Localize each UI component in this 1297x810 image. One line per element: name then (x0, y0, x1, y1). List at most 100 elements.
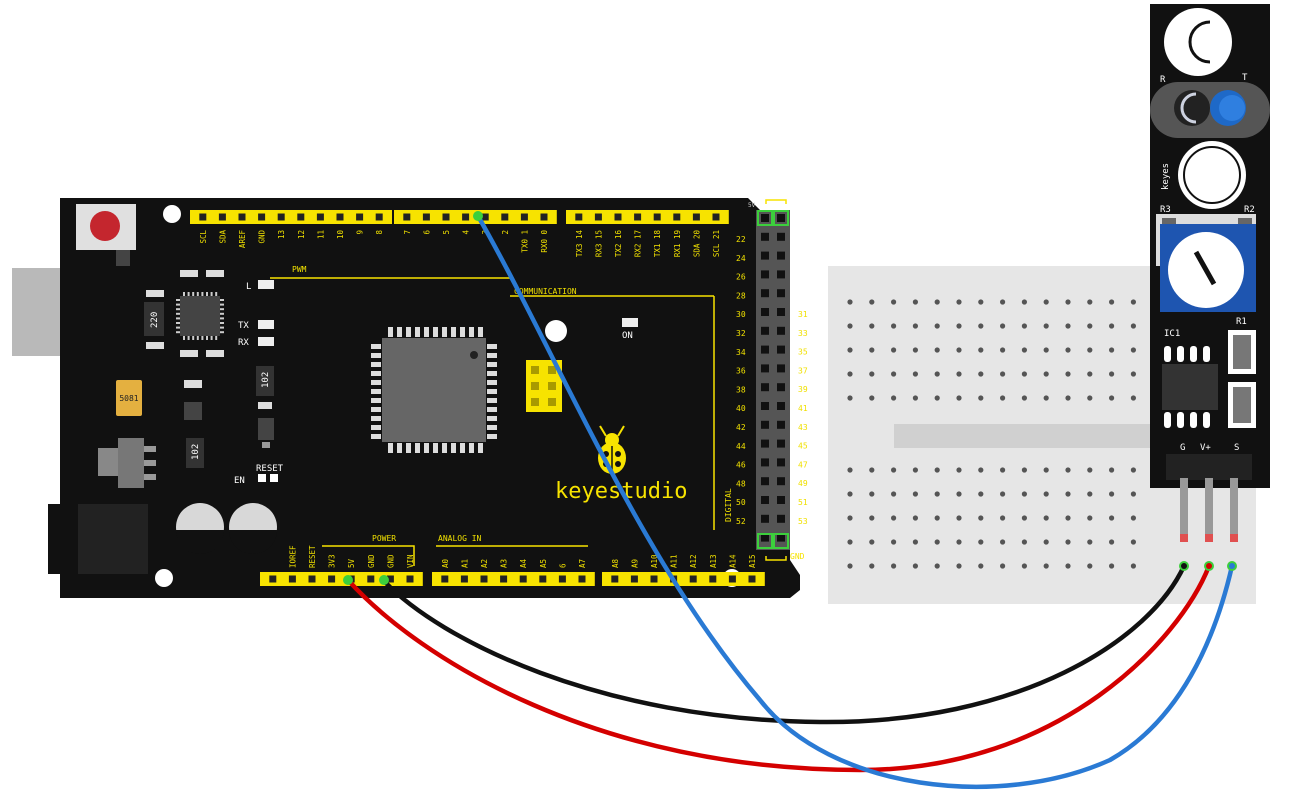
header-pin (692, 213, 700, 221)
digital-double-header (756, 210, 790, 550)
pin-label: A11 (670, 554, 679, 568)
power-header (260, 572, 423, 586)
breadboard-hole (956, 539, 962, 545)
header-pin (777, 345, 785, 354)
breadboard-hole (1087, 563, 1093, 569)
breadboard-hole (912, 371, 919, 377)
breadboard-hole (978, 323, 984, 329)
breadboard-hole (891, 467, 897, 473)
header-pin (761, 383, 769, 392)
main-mcu-chip (382, 338, 486, 442)
breadboard-hole (1087, 299, 1093, 305)
pin-label: 44 (736, 442, 746, 451)
breadboard-hole (1043, 515, 1049, 521)
pin-label: 47 (798, 460, 808, 469)
breadboard-hole (869, 347, 875, 353)
breadboard-hole (847, 371, 853, 377)
header-pin (578, 575, 586, 583)
pin-label: RX3 15 (594, 230, 603, 257)
wire-red-5v (346, 565, 1212, 773)
breadboard-hole (1000, 467, 1006, 473)
ic1-label: IC1 (1164, 329, 1180, 339)
crystal (116, 380, 142, 416)
header-pin (367, 575, 375, 583)
header-pin (748, 575, 756, 583)
pin-label: GND (367, 554, 376, 568)
breadboard-hole (891, 371, 897, 377)
breadboard-hole (1087, 347, 1093, 353)
led-tx (258, 320, 274, 329)
header-pin (777, 477, 785, 486)
breadboard-hole (912, 563, 919, 569)
pin-label: 35 (798, 348, 808, 357)
pin-label: 46 (736, 461, 746, 470)
breadboard-hole (869, 395, 875, 401)
pin-label: 9 (356, 230, 365, 235)
breadboard-hole (869, 323, 875, 329)
sensor-pin-header (1166, 454, 1252, 480)
breadboard-hole (891, 395, 897, 401)
breadboard-hole (1021, 563, 1027, 569)
breadboard-hole (978, 467, 984, 473)
pin-label: 5V (347, 558, 356, 568)
breadboard-hole (847, 539, 853, 545)
header-pin (761, 420, 769, 429)
pin-label: SCL 21 (712, 230, 721, 257)
breadboard-hole (1021, 539, 1027, 545)
breadboard-hole (978, 395, 984, 401)
pin-label: GND (258, 230, 267, 244)
breadboard-hole (1109, 347, 1115, 353)
voltage-regulator (118, 438, 144, 488)
breadboard-hole (1000, 515, 1006, 521)
pin-label: SDA 20 (692, 230, 701, 258)
breadboard-hole (1130, 323, 1136, 329)
breadboard-hole (978, 299, 984, 305)
breadboard-hole (1109, 539, 1115, 545)
pin-g-label: G (1180, 443, 1185, 453)
ic1-chip (1162, 364, 1218, 410)
header-pin (712, 213, 720, 221)
breadboard-hole (912, 467, 919, 473)
header-pin (481, 213, 489, 221)
crystal-label: 5081 (119, 394, 138, 403)
pin-label: 26 (736, 273, 746, 282)
pin-label: 52 (736, 517, 746, 526)
pin-label: 34 (736, 348, 746, 357)
pin-label: 13 (277, 230, 286, 239)
chip-220-label: 220 (150, 312, 160, 328)
header-pin (761, 364, 769, 373)
breadboard-hole (912, 299, 919, 305)
led-tx-label: TX (238, 321, 249, 331)
pin-label: 39 (798, 385, 808, 394)
header-pin (403, 213, 411, 221)
led-on (622, 318, 638, 327)
header-pin (575, 213, 583, 221)
header-pin (777, 214, 785, 222)
pin-label: 50 (736, 498, 746, 507)
pin-label: A15 (748, 554, 757, 568)
breadboard-hole (956, 467, 962, 473)
breadboard-hole (1109, 299, 1115, 305)
pin-label: 4 (462, 230, 471, 235)
header-pin (709, 575, 717, 583)
sensor-pin-s (1230, 478, 1238, 542)
breadboard-hole (1130, 539, 1136, 545)
header-pin (480, 575, 488, 583)
breadboard-hole (847, 323, 853, 329)
pin-label: A12 (689, 554, 698, 568)
breadboard-hole (1043, 491, 1049, 497)
header-pin (761, 232, 769, 241)
breadboard-hole (978, 539, 984, 545)
breadboard-hole (1043, 539, 1049, 545)
pin-label: RX2 17 (634, 230, 643, 257)
wires (343, 211, 1237, 789)
header-pin (316, 213, 324, 221)
breadboard-hole (934, 299, 940, 305)
breadboard-hole (1087, 323, 1093, 329)
pin-label: 11 (316, 230, 325, 239)
led-l-label: L (246, 282, 251, 292)
header-pin (540, 213, 548, 221)
breadboard-hole (934, 467, 940, 473)
breadboard-hole (1065, 563, 1071, 569)
header-pin (269, 575, 277, 583)
